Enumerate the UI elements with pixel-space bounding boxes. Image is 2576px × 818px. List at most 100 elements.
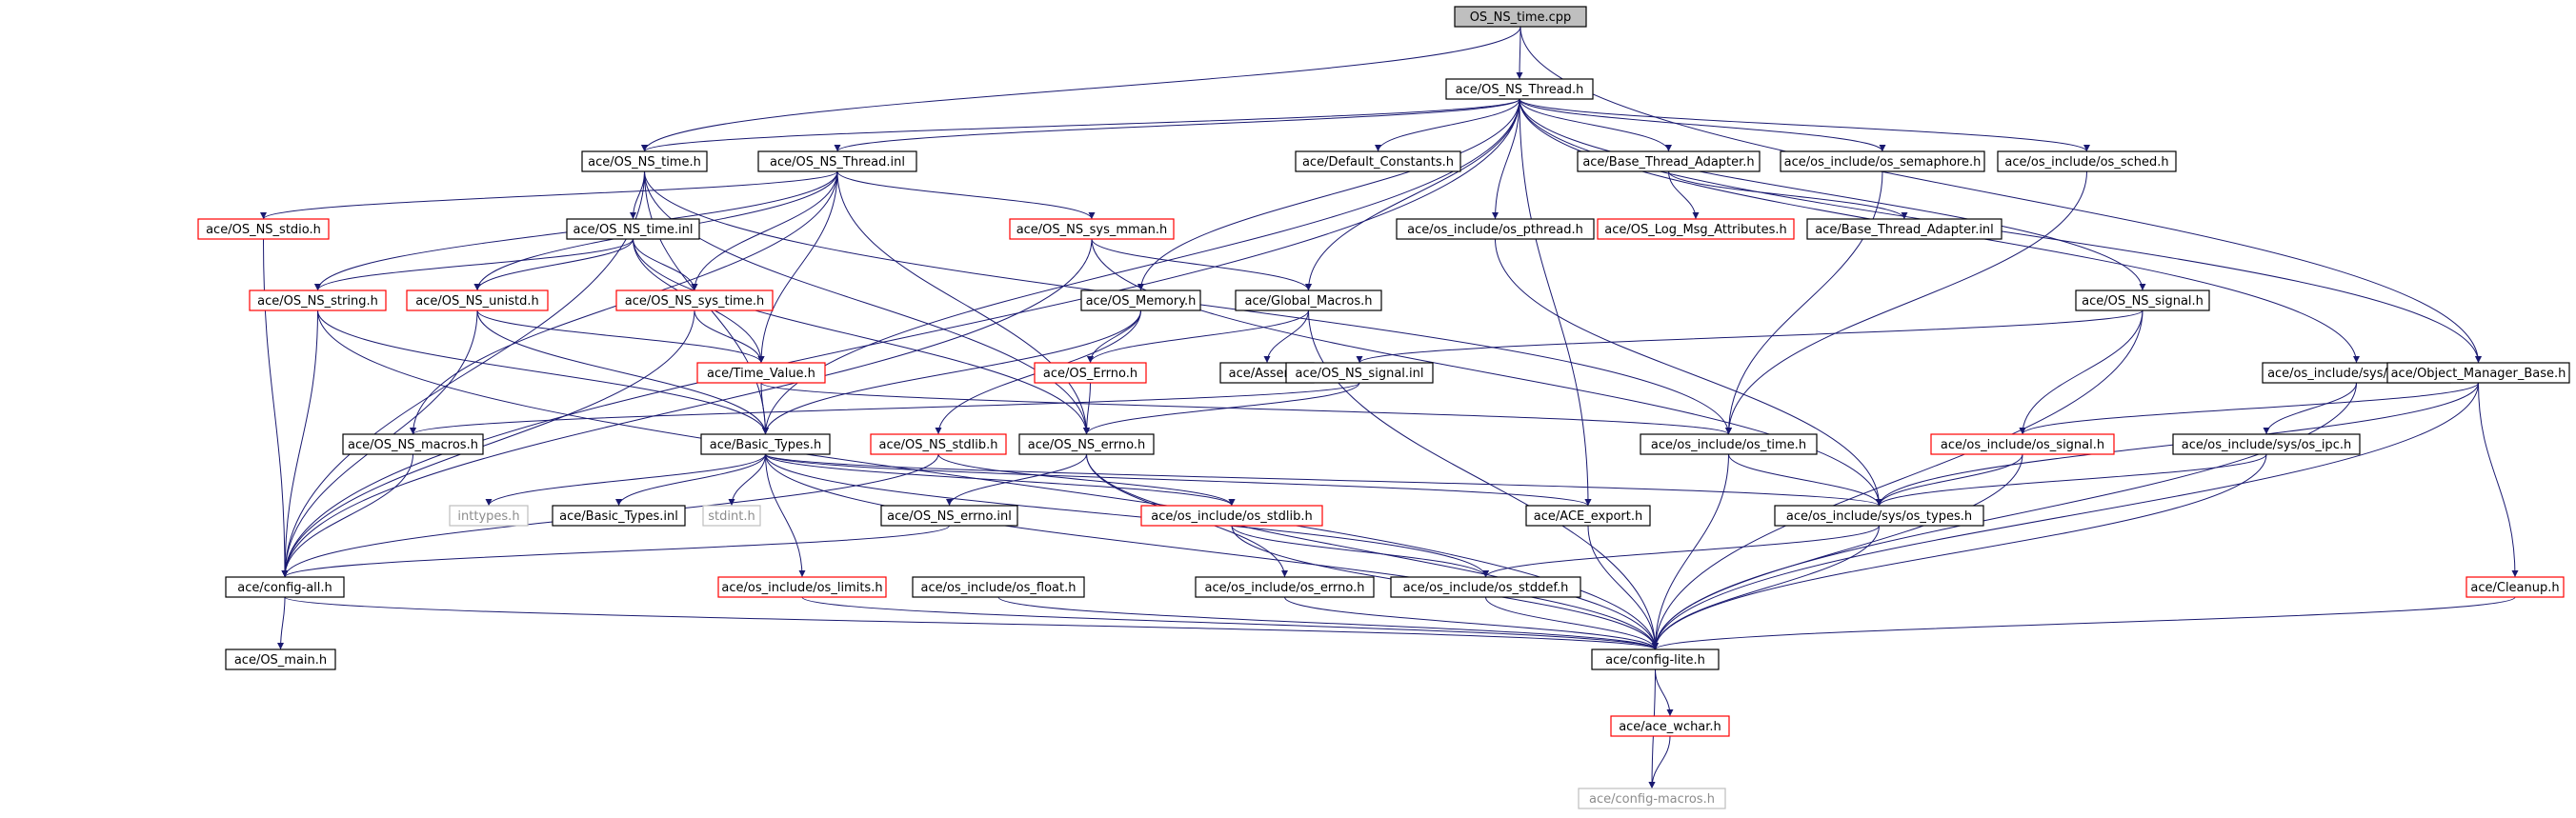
node-box [1591, 648, 1720, 670]
node-os-sched-h[interactable]: ace/os_include/os_sched.h [1997, 150, 2177, 172]
node-box [2075, 289, 2210, 311]
edge-os-sched-h-to-os-time-h [1725, 170, 2087, 435]
edge-os-ns-errno-inl-to-config-all-h [281, 525, 950, 578]
node-os-ipc-h[interactable]: ace/os_include/sys/os_ipc.h [2172, 433, 2361, 455]
node-base-thread-adapter-inl[interactable]: ace/Base_Thread_Adapter.inl [1806, 218, 2002, 240]
node-os-ns-stdio-h[interactable]: ace/OS_NS_stdio.h [197, 218, 330, 240]
node-os-ns-signal-h[interactable]: ace/OS_NS_signal.h [2075, 289, 2210, 311]
node-label: ace/os_include/os_stddef.h [1403, 581, 1569, 595]
node-os-types-h[interactable]: ace/os_include/sys/os_types.h [1774, 505, 1984, 527]
node-label: ace/os_include/os_signal.h [1941, 438, 2104, 452]
node-label: ace/OS_NS_Thread.inl [770, 155, 905, 170]
edge-os-types-h-to-os-stddef-h [1482, 525, 1880, 578]
node-box [1396, 218, 1595, 240]
node-box [566, 218, 700, 240]
edge-os-ns-sys-mman-h-to-config-all-h [281, 238, 1093, 578]
node-os-ns-errno-inl[interactable]: ace/OS_NS_errno.inl [880, 505, 1018, 527]
node-global-macros-h[interactable]: ace/Global_Macros.h [1235, 289, 1382, 311]
node-os-ns-time-h[interactable]: ace/OS_NS_time.h [581, 150, 708, 172]
node-os-pthread-h[interactable]: ace/os_include/os_pthread.h [1396, 218, 1595, 240]
node-os-stddef-h[interactable]: ace/os_include/os_stddef.h [1390, 576, 1581, 598]
node-label: ace/Base_Thread_Adapter.inl [1815, 223, 1994, 237]
node-label: ace/Basic_Types.h [710, 438, 821, 452]
node-config-all-h[interactable]: ace/config-all.h [225, 576, 345, 598]
edge-os-memory-h-to-basic-types-h [762, 309, 1141, 435]
node-label: ace/OS_NS_macros.h [348, 438, 478, 452]
node-ace-wchar-h[interactable]: ace/ace_wchar.h [1610, 715, 1730, 737]
node-default-constants-h[interactable]: ace/Default_Constants.h [1295, 150, 1461, 172]
node-label: stdint.h [708, 509, 755, 524]
edge-os-sem-h-to-config-lite-h [1652, 382, 2357, 650]
node-os-ns-signal-inl[interactable]: ace/OS_NS_signal.inl [1285, 362, 1434, 384]
node-label: ace/Default_Constants.h [1302, 155, 1454, 170]
node-object-manager-base-h[interactable]: ace/Object_Manager_Base.h [2386, 362, 2570, 384]
edge-global-macros-h-to-os-errno-h [1087, 309, 1309, 364]
node-label: ace/ACE_export.h [1534, 509, 1642, 524]
node-base-thread-adapter-h[interactable]: ace/Base_Thread_Adapter.h [1577, 150, 1761, 172]
node-ace-export-h[interactable]: ace/ACE_export.h [1525, 505, 1651, 527]
edge-os-ns-sys-mman-h-to-global-macros-h [1091, 238, 1312, 291]
node-os-ns-errno-h[interactable]: ace/OS_NS_errno.h [1018, 433, 1155, 455]
edge-object-manager-base-h-to-os-signal-h [2019, 382, 2479, 435]
node-label: ace/config-lite.h [1605, 653, 1705, 668]
edge-global-macros-h-to-assert-h [1263, 309, 1309, 364]
node-os-ns-time-inl[interactable]: ace/OS_NS_time.inl [566, 218, 700, 240]
edge-os-memory-h-to-os-errno-h [1087, 309, 1141, 364]
node-label: ace/Base_Thread_Adapter.h [1582, 155, 1754, 170]
node-cleanup-h[interactable]: ace/Cleanup.h [2465, 576, 2565, 598]
node-os-semaphore-h[interactable]: ace/os_include/os_semaphore.h [1780, 150, 1985, 172]
node-os-ns-unistd-h[interactable]: ace/OS_NS_unistd.h [406, 289, 549, 311]
edge-os-ns-stdlib-h-to-os-stdlib-h [937, 453, 1236, 507]
edge-os-ns-thread-h-to-ace-export-h [1519, 98, 1592, 507]
node-box [2386, 362, 2570, 384]
node-basic-types-h[interactable]: ace/Basic_Types.h [700, 433, 831, 455]
node-os-ns-stdlib-h[interactable]: ace/OS_NS_stdlib.h [870, 433, 1007, 455]
node-os-ns-string-h[interactable]: ace/OS_NS_string.h [249, 289, 387, 311]
node-os-signal-h[interactable]: ace/os_include/os_signal.h [1930, 433, 2115, 455]
node-os-stdlib-h[interactable]: ace/os_include/os_stdlib.h [1140, 505, 1323, 527]
node-config-macros-h[interactable]: ace/config-macros.h [1578, 788, 1726, 809]
node-label: ace/OS_NS_stdio.h [206, 223, 321, 237]
node-label: ace/OS_NS_string.h [257, 294, 378, 309]
node-os-limits-h[interactable]: ace/os_include/os_limits.h [717, 576, 887, 598]
node-os-ns-thread-h[interactable]: ace/OS_NS_Thread.h [1445, 78, 1594, 100]
node-box [552, 505, 686, 527]
edge-os-ns-time-inl-to-os-ns-errno-h [633, 238, 1090, 435]
edge-os-time-h-to-os-types-h [1728, 453, 1882, 507]
edge-os-ns-thread-inl-to-time-value-h [757, 170, 838, 364]
node-os-ns-thread-inl[interactable]: ace/OS_NS_Thread.inl [757, 150, 917, 172]
node-stdint-h[interactable]: stdint.h [702, 505, 761, 527]
node-label: ace/os_include/os_time.h [1651, 438, 1806, 452]
node-time-value-h[interactable]: ace/Time_Value.h [696, 362, 826, 384]
node-os-log-msg-attributes-h[interactable]: ace/OS_Log_Msg_Attributes.h [1597, 218, 1795, 240]
node-os-memory-h[interactable]: ace/OS_Memory.h [1080, 289, 1201, 311]
node-box [1640, 433, 1818, 455]
node-box [1445, 78, 1594, 100]
node-box [1285, 362, 1434, 384]
edge-os-errno-inc-h-to-config-lite-h [1284, 596, 1659, 650]
edge-os-ns-thread-h-to-os-ns-time-h [641, 98, 1520, 152]
node-os-ns-sys-mman-h[interactable]: ace/OS_NS_sys_mman.h [1009, 218, 1175, 240]
node-os-main-h[interactable]: ace/OS_main.h [225, 648, 336, 670]
node-os-errno-inc-h[interactable]: ace/os_include/os_errno.h [1195, 576, 1375, 598]
node-os-ns-macros-h[interactable]: ace/OS_NS_macros.h [342, 433, 484, 455]
edge-os-ns-thread-inl-to-os-ns-sys-time-h [691, 170, 838, 291]
edge-os-ns-thread-h-to-default-constants-h [1375, 98, 1520, 152]
node-label: ace/os_include/os_pthread.h [1407, 223, 1583, 237]
node-box [197, 218, 330, 240]
node-os-errno-h[interactable]: ace/OS_Errno.h [1034, 362, 1147, 384]
edge-os-ns-thread-inl-to-os-ns-stdio-h [260, 170, 838, 220]
node-label: ace/os_include/os_limits.h [721, 581, 882, 595]
node-label: ace/OS_NS_stdlib.h [879, 438, 998, 452]
node-config-lite-h[interactable]: ace/config-lite.h [1591, 648, 1720, 670]
node-os-ns-sys-time-h[interactable]: ace/OS_NS_sys_time.h [615, 289, 774, 311]
node-os-time-h[interactable]: ace/os_include/os_time.h [1640, 433, 1818, 455]
edge-os-ns-signal-h-to-os-ns-signal-inl [1356, 309, 2143, 364]
node-inttypes-h[interactable]: inttypes.h [449, 505, 529, 527]
node-basic-types-inl[interactable]: ace/Basic_Types.inl [552, 505, 686, 527]
edge-os-ns-time-cpp-to-os-ns-time-h [641, 26, 1521, 152]
edge-os-pthread-h-to-os-types-h [1495, 238, 1882, 507]
edge-os-ns-signal-inl-to-os-ns-macros-h [410, 382, 1360, 435]
node-os-float-h[interactable]: ace/os_include/os_float.h [912, 576, 1085, 598]
node-os-ns-time-cpp[interactable]: OS_NS_time.cpp [1454, 6, 1587, 28]
